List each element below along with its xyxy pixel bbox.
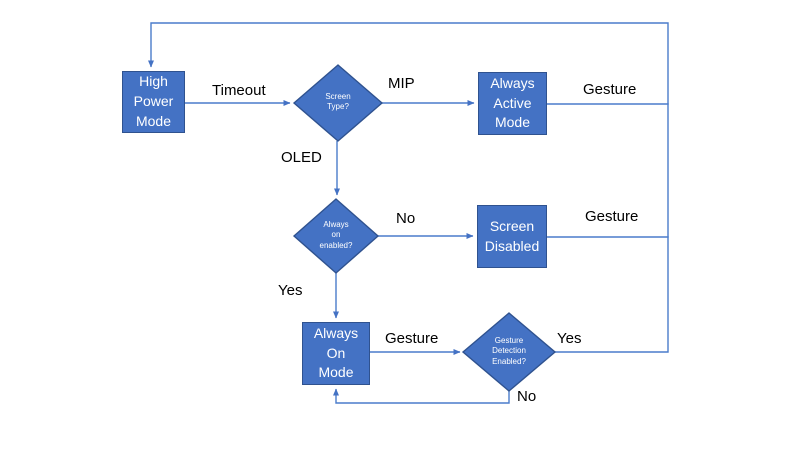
edge-label-gesture-bottom: Gesture (385, 330, 439, 347)
node-screen-disabled: Screen Disabled (477, 205, 547, 268)
edge-label-gesture-mid: Gesture (585, 208, 639, 225)
node-gesture-detection-diamond (461, 312, 557, 392)
edge-label-yes-loop: Yes (557, 330, 582, 347)
node-always-on-mode: Always On Mode (302, 322, 370, 385)
edge-label-yes-always-on: Yes (278, 282, 303, 299)
node-screen-type-label: Screen Type? (325, 92, 351, 112)
edge-no-loop (333, 388, 510, 404)
node-always-on-enabled-diamond (292, 198, 380, 274)
node-screen-type-diamond (292, 64, 384, 142)
edge-label-no-screen: No (396, 210, 416, 227)
edge-label-no-loop: No (517, 388, 537, 405)
node-high-power-mode: High Power Mode (122, 71, 185, 133)
node-always-on-enabled-label: Always on enabled? (319, 220, 353, 250)
edge-label-oled: OLED (281, 149, 322, 166)
edge-label-timeout: Timeout (212, 82, 266, 99)
node-always-active-mode: Always Active Mode (478, 72, 547, 135)
edge-yes-return-loop (148, 22, 669, 353)
node-gesture-detection-label: Gesture Detection Enabled? (492, 336, 526, 366)
edge-label-mip: MIP (388, 75, 415, 92)
edge-label-gesture-top: Gesture (583, 81, 637, 98)
